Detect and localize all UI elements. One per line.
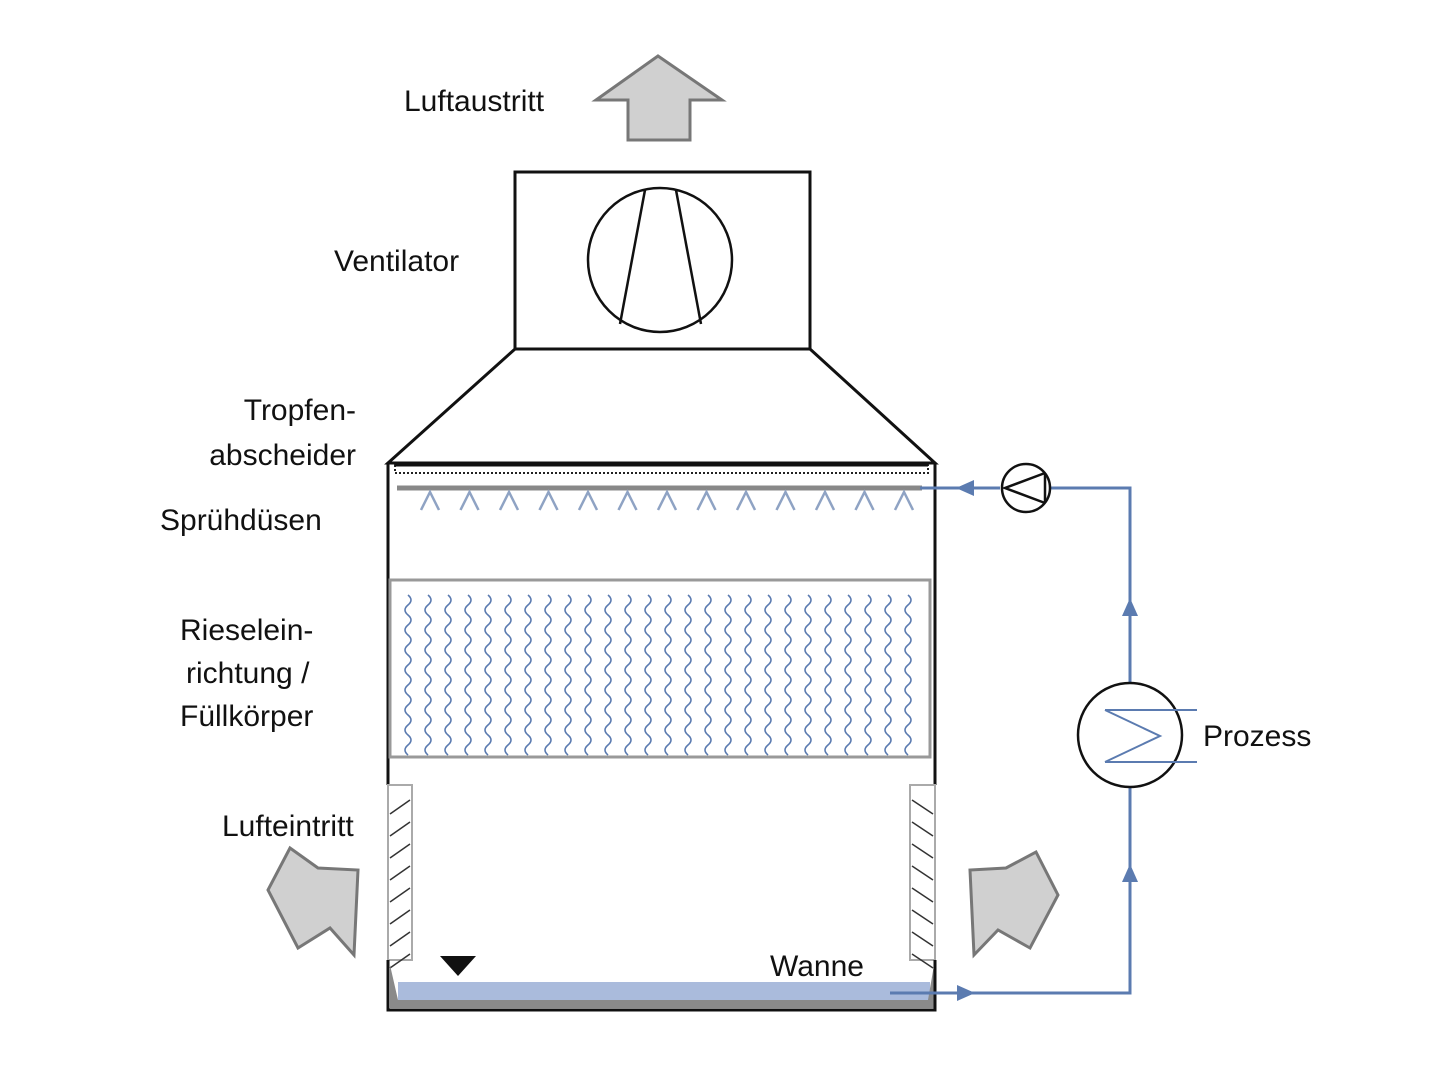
air-inlet-arrow-left-icon xyxy=(266,845,360,959)
water-level-icon xyxy=(440,956,476,976)
spray-nozzle xyxy=(775,489,796,511)
spray-nozzle xyxy=(419,489,441,511)
spray-nozzle xyxy=(656,489,678,511)
louver-slat xyxy=(911,909,934,925)
fill-waves xyxy=(404,594,912,756)
louver-slat xyxy=(911,821,934,837)
label-drift-eliminator-2: abscheider xyxy=(209,439,356,472)
label-fill-2: richtung / xyxy=(186,657,310,690)
fill-wave xyxy=(564,594,572,756)
spray-nozzle xyxy=(893,489,915,511)
louver-slat xyxy=(389,909,411,925)
label-air-outlet: Luftaustritt xyxy=(404,85,545,118)
spray-nozzle xyxy=(617,489,638,511)
air-inlet-arrow-right-icon xyxy=(968,849,1060,959)
label-air-inlet: Lufteintritt xyxy=(222,810,354,843)
air-outlet-arrow-icon xyxy=(591,54,727,142)
fill-wave xyxy=(804,594,812,756)
louver-slat xyxy=(389,887,411,903)
louver-slat xyxy=(389,843,411,859)
flow-arrow-basin xyxy=(957,985,975,1001)
fill-wave xyxy=(604,594,612,756)
fill-wave xyxy=(624,594,632,756)
fill-wave xyxy=(904,594,912,756)
spray-nozzles xyxy=(419,489,915,511)
fill-wave xyxy=(724,594,732,756)
drift-eliminator xyxy=(394,464,929,474)
fan-icon xyxy=(586,186,734,334)
air-inlet-louvers xyxy=(387,784,936,969)
spray-nozzle xyxy=(538,489,559,511)
fill-wave xyxy=(664,594,672,756)
louver-slat xyxy=(911,931,934,947)
spray-nozzle xyxy=(577,489,599,511)
label-spray-nozzles: Sprühdüsen xyxy=(160,504,322,537)
fill-wave xyxy=(484,594,492,756)
basin xyxy=(386,960,937,1012)
fill-pack xyxy=(388,578,932,759)
louver-slat xyxy=(911,887,934,903)
label-process: Prozess xyxy=(1203,720,1311,753)
fill-wave xyxy=(524,594,532,756)
label-fill-3: Füllkörper xyxy=(180,700,313,733)
louver-slat xyxy=(389,953,411,969)
flow-arrow-up-lower xyxy=(1122,864,1138,882)
fill-wave xyxy=(584,594,592,756)
fill-wave xyxy=(644,594,652,756)
louver-slat xyxy=(911,953,934,969)
spray-nozzle xyxy=(814,489,836,511)
fill-wave xyxy=(424,594,432,756)
fill-wave xyxy=(764,594,772,756)
fill-wave xyxy=(884,594,892,756)
fill-wave xyxy=(744,594,752,756)
louver-slat xyxy=(389,865,411,881)
fill-wave xyxy=(504,594,512,756)
fill-wave xyxy=(704,594,712,756)
pump-icon xyxy=(1000,462,1052,514)
louver-slat xyxy=(911,843,934,859)
fill-wave xyxy=(444,594,452,756)
label-basin: Wanne xyxy=(770,950,864,983)
louver-slat xyxy=(911,799,934,815)
hood xyxy=(384,347,939,465)
label-fan: Ventilator xyxy=(334,245,459,278)
flow-arrow-up-upper xyxy=(1122,598,1138,616)
heat-exchanger-icon xyxy=(1076,681,1197,789)
fill-wave xyxy=(404,594,412,756)
fill-wave xyxy=(844,594,852,756)
fill-wave xyxy=(824,594,832,756)
louver-slat xyxy=(389,821,411,837)
flow-arrow-inlet xyxy=(956,480,974,496)
fill-wave xyxy=(544,594,552,756)
fill-wave xyxy=(464,594,472,756)
louver-slat xyxy=(389,799,411,815)
spray-nozzle xyxy=(735,489,757,511)
louver-slat xyxy=(911,865,934,881)
spray-nozzle xyxy=(696,489,717,511)
fill-wave xyxy=(864,594,872,756)
fill-wave xyxy=(684,594,692,756)
label-drift-eliminator-1: Tropfen- xyxy=(244,394,356,427)
spray-nozzle xyxy=(498,489,520,511)
fill-wave xyxy=(784,594,792,756)
spray-nozzle xyxy=(459,489,480,511)
louver-slat xyxy=(389,931,411,947)
spray-nozzle xyxy=(854,489,875,511)
label-fill-1: Rieselein- xyxy=(180,614,313,647)
